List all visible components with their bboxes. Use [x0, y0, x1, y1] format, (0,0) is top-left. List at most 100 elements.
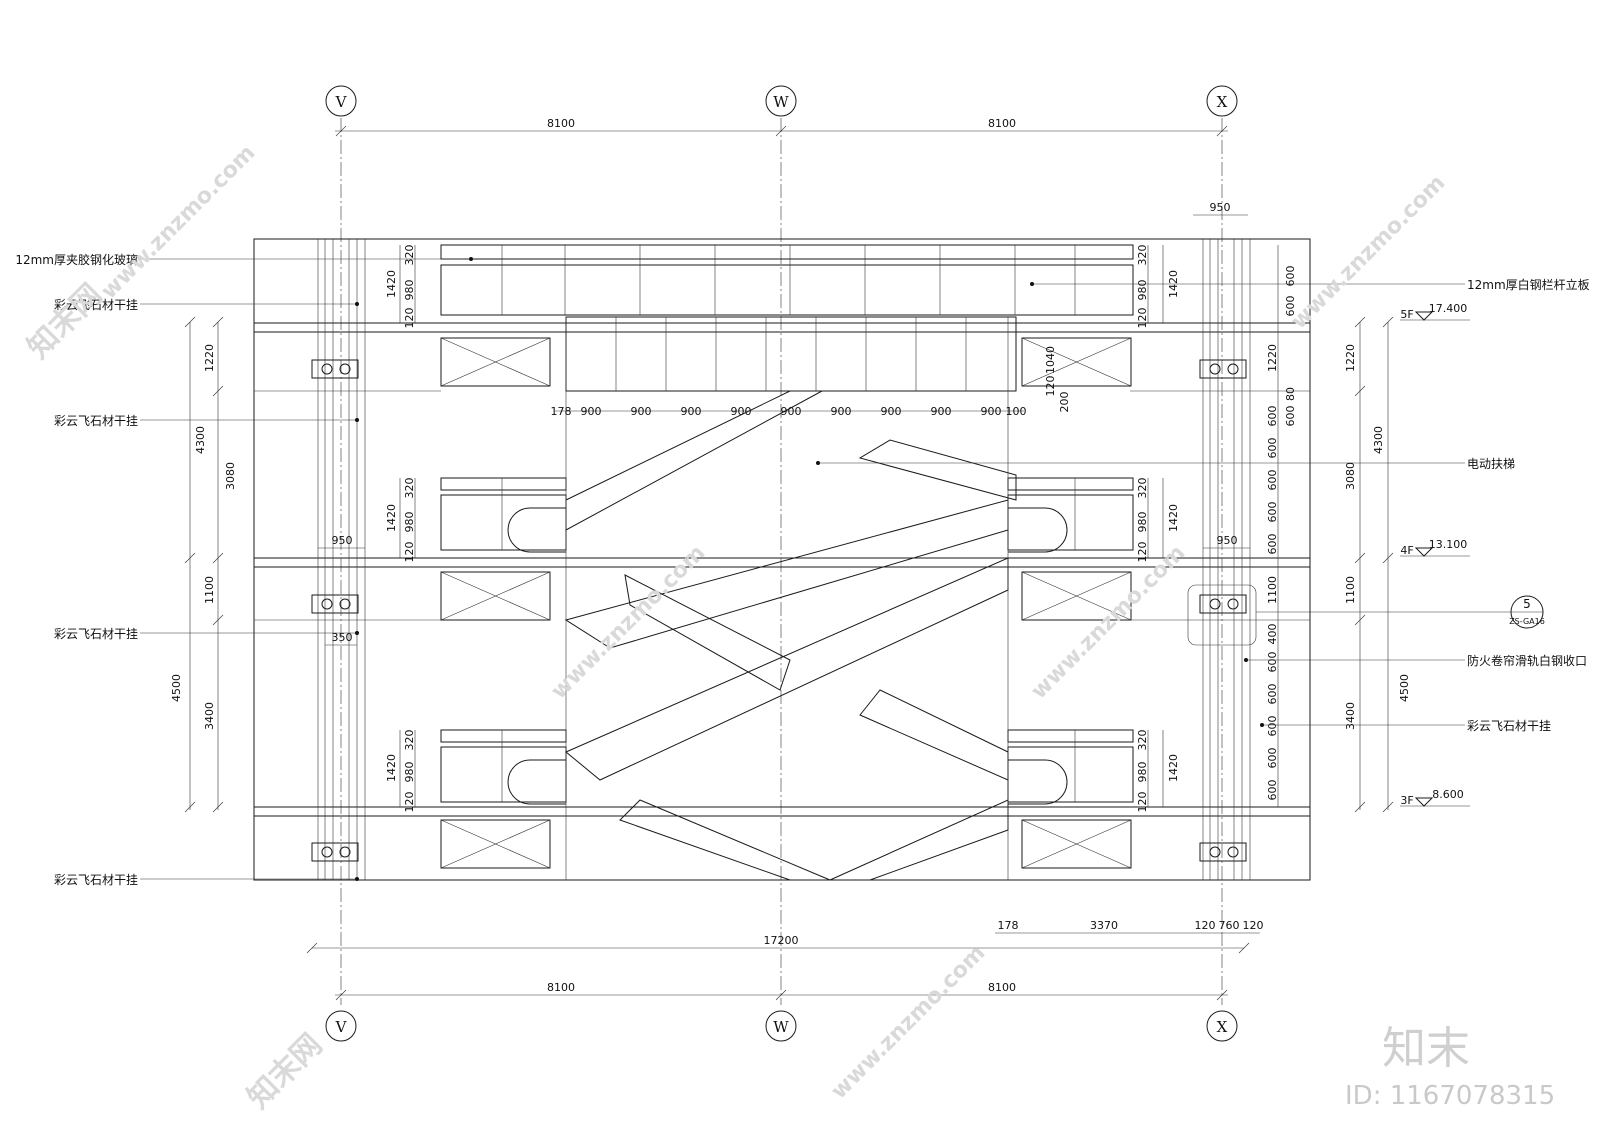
dim-3370: 3370 [1090, 919, 1118, 932]
detail-reference: 5 ZS-GA16 [1256, 595, 1545, 629]
label-stone-cladding-2: 彩云飞石材干挂 [54, 414, 138, 428]
dim-120-5f-left: 120 [403, 308, 416, 329]
dim-right-3400: 3400 [1344, 702, 1357, 730]
dim-600-g: 600 [1266, 502, 1279, 523]
label-stone-cladding-4: 彩云飞石材干挂 [54, 873, 138, 887]
dim-600-k: 600 [1266, 716, 1279, 737]
dim-600-l: 600 [1266, 748, 1279, 769]
watermark-id: ID: 1167078315 [1345, 1081, 1555, 1111]
glass-balustrade-3f-left [440, 729, 567, 803]
balustrade-dims-left: 1420 320 980 120 1420 320 980 120 1420 3… [385, 245, 416, 813]
label-steel-balustrade-post: 12mm厚白钢栏杆立板 [1467, 277, 1590, 292]
dim-900-8: 900 [931, 405, 952, 418]
watermark-site-5: www.znzmo.com [1287, 170, 1451, 334]
level-3f-elev: 8.600 [1432, 788, 1464, 801]
dim-900-5: 900 [781, 405, 802, 418]
width-dims: 950 950 950 350 [318, 201, 1250, 646]
dim-span-wx-top: 8100 [988, 117, 1016, 130]
dim-left-4300: 4300 [194, 426, 207, 454]
dim-120-3f-right: 120 [1136, 792, 1149, 813]
dim-600-a: 600 [1284, 266, 1297, 287]
dim-1420-4f-left: 1420 [385, 504, 398, 532]
watermark-brand: 知末 [1382, 1023, 1470, 1074]
dim-100: 100 [1006, 405, 1027, 418]
dim-760: 760 [1219, 919, 1240, 932]
dim-900-4: 900 [731, 405, 752, 418]
grid-label-w-top: W [773, 93, 789, 111]
dim-120-5f-right: 120 [1136, 308, 1149, 329]
dim-1420-3f-right: 1420 [1167, 754, 1180, 782]
dim-320-3f-right: 320 [1136, 730, 1149, 751]
label-stone-cladding-3: 彩云飞石材干挂 [54, 627, 138, 641]
watermark-net-2: 知末网 [241, 1027, 329, 1115]
dim-left-3080: 3080 [224, 462, 237, 490]
dim-600-j: 600 [1266, 684, 1279, 705]
dim-600-d: 600 [1266, 406, 1279, 427]
level-4f-floor: 4F [1400, 544, 1413, 557]
dim-total-width: 17200 [764, 934, 799, 947]
dim-1100-col: 1100 [1266, 576, 1279, 604]
bottom-detail-dims: 178 3370 120 760 120 [995, 919, 1264, 934]
dim-980-3f-left: 980 [403, 762, 416, 783]
level-4f-elev: 13.100 [1429, 538, 1468, 551]
span-dimensions: 8100 8100 8100 8100 17200 [306, 117, 1250, 1001]
dim-span-vw-bottom: 8100 [547, 981, 575, 994]
watermark-net-1: 知末网 [21, 277, 109, 365]
dim-120-3f-left: 120 [403, 792, 416, 813]
dim-200: 200 [1058, 392, 1071, 413]
watermark: 知末网 www.znzmo.com www.znzmo.com www.znzm… [21, 140, 1555, 1115]
dim-120-pit: 120 [1044, 376, 1057, 397]
dim-900-2: 900 [631, 405, 652, 418]
label-laminated-glass: 12mm厚夹胶钢化玻璃 [15, 252, 138, 267]
right-stone-cladding [1187, 239, 1257, 880]
left-stone-cladding [311, 239, 366, 880]
dim-600-i: 600 [1266, 652, 1279, 673]
grid-label-x-top: X [1217, 93, 1228, 111]
left-callouts: 12mm厚夹胶钢化玻璃 彩云飞石材干挂 彩云飞石材干挂 彩云飞石材干挂 彩云飞石… [15, 252, 473, 887]
dim-950-top: 950 [1210, 201, 1231, 214]
dim-900-1: 900 [581, 405, 602, 418]
level-5f-floor: 5F [1400, 308, 1413, 321]
dim-320-4f-right: 320 [1136, 478, 1149, 499]
dim-980-4f-right: 980 [1136, 512, 1149, 533]
dim-left-3400: 3400 [203, 702, 216, 730]
dim-1040: 1040 [1044, 346, 1057, 374]
watermark-site-2: www.znzmo.com [547, 540, 711, 704]
right-callouts: 12mm厚白钢栏杆立板 电动扶梯 防火卷帘滑轨白钢收口 彩云飞石材干挂 [816, 277, 1590, 733]
grid-label-x-bottom: X [1217, 1018, 1228, 1036]
dim-178-top: 178 [551, 405, 572, 418]
dim-900-7: 900 [881, 405, 902, 418]
escalator-step-dims: 178 900 900 900 900 900 900 900 900 900 … [551, 346, 1072, 418]
dim-178-bottom: 178 [998, 919, 1019, 932]
grid-label-v-bottom: V [335, 1018, 348, 1036]
label-escalator: 电动扶梯 [1467, 456, 1515, 471]
level-marker-5f: 5F 17.400 [1400, 302, 1470, 321]
dim-900-9: 900 [981, 405, 1002, 418]
dim-1220-col: 1220 [1266, 344, 1279, 372]
dim-right-1220: 1220 [1344, 344, 1357, 372]
watermark-site-3: www.znzmo.com [1027, 540, 1191, 704]
glass-balustrade-5f [440, 244, 1134, 316]
dim-right-4500: 4500 [1398, 674, 1411, 702]
dim-120-b1: 120 [1195, 919, 1216, 932]
dim-950-right: 950 [1217, 534, 1238, 547]
dim-right-1100: 1100 [1344, 576, 1357, 604]
dim-980-3f-right: 980 [1136, 762, 1149, 783]
dim-1420-5f-left: 1420 [385, 270, 398, 298]
dim-980-5f-right: 980 [1136, 280, 1149, 301]
dim-600-e: 600 [1266, 438, 1279, 459]
dim-980-5f-left: 980 [403, 280, 416, 301]
detail-ref-number: 5 [1523, 597, 1531, 611]
dim-600-b: 600 [1284, 296, 1297, 317]
glass-balustrade-3f-right [1007, 729, 1134, 803]
dim-1420-4f-right: 1420 [1167, 504, 1180, 532]
level-marker-3f: 3F 8.600 [1400, 788, 1470, 807]
dim-320-4f-left: 320 [403, 478, 416, 499]
level-5f-elev: 17.400 [1429, 302, 1468, 315]
dim-left-1220: 1220 [203, 344, 216, 372]
dim-600-h: 600 [1266, 534, 1279, 555]
dim-right-3080: 3080 [1344, 462, 1357, 490]
grid-bubbles-bottom: V W X [325, 1010, 1238, 1042]
dim-left-4500: 4500 [170, 674, 183, 702]
